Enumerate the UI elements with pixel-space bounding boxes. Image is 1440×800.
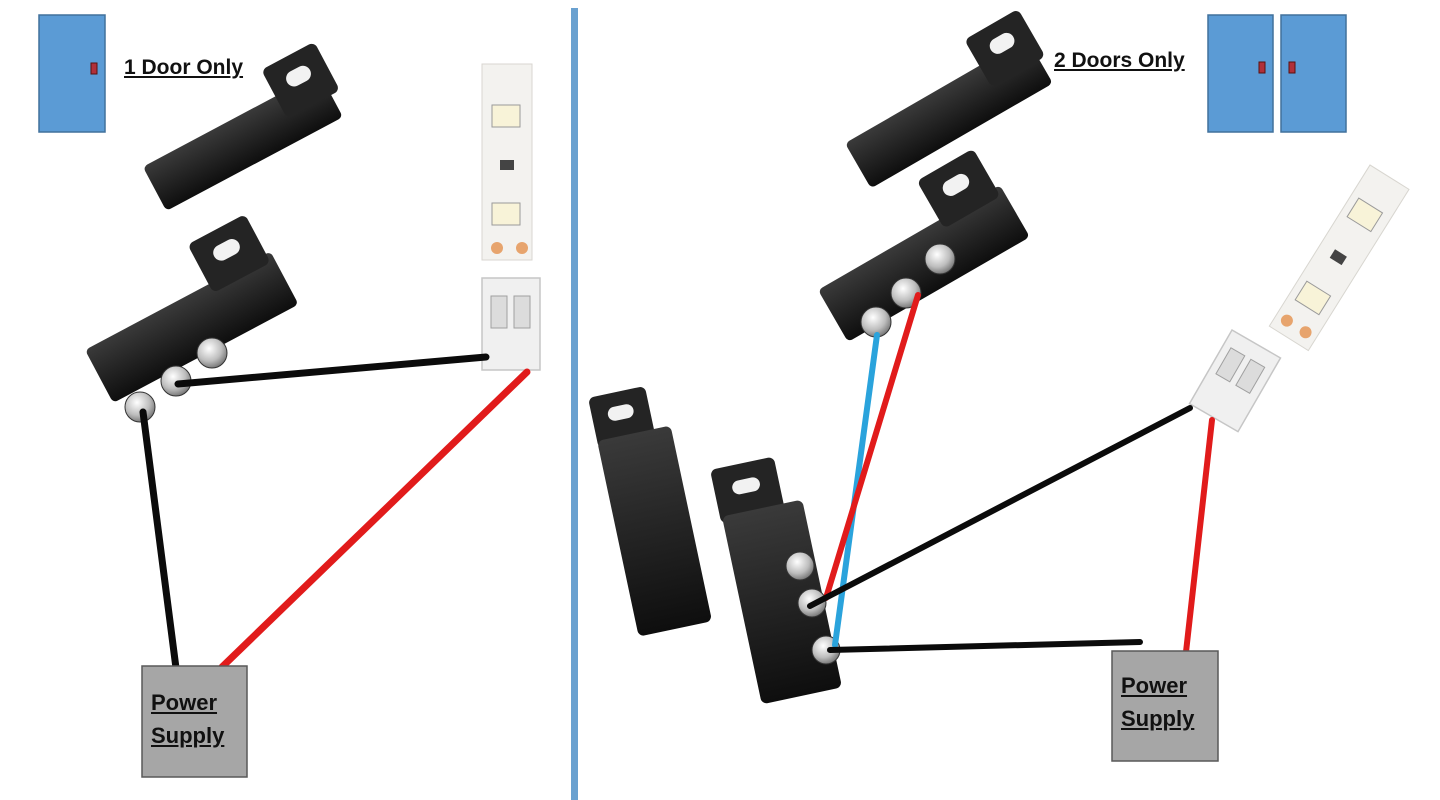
screw-terminal-icon	[124, 337, 228, 423]
wire-red	[823, 292, 1215, 655]
wire-red	[218, 368, 531, 671]
power-supply-box	[141, 665, 248, 778]
power-supply-line2: Supply	[151, 723, 225, 748]
one-door-title: 1 Door Only	[124, 56, 244, 79]
magnet-sensor-icon	[589, 387, 711, 636]
magnet-sensor-icon	[144, 43, 342, 210]
panel-divider	[571, 8, 578, 800]
magnet-sensor-icon	[711, 457, 841, 704]
magnet-sensor-icon	[819, 150, 1029, 341]
door-icon	[1280, 14, 1347, 133]
power-supply-box	[1111, 650, 1219, 762]
wire-black	[807, 405, 1193, 653]
led-strip-icon	[481, 63, 533, 261]
magnet-sensor-icon	[846, 11, 1052, 187]
wire-black	[139, 353, 490, 672]
screw-terminal-icon	[860, 243, 956, 338]
door-icon	[1207, 14, 1274, 133]
connector-icon	[1188, 328, 1282, 433]
power-supply-label-right: Power Supply	[1121, 669, 1194, 735]
power-supply-label-left: Power Supply	[151, 686, 224, 752]
magnet-sensor-icon	[86, 216, 297, 402]
power-supply-line2: Supply	[1121, 706, 1195, 731]
led-strip-icon	[1268, 164, 1410, 352]
door-icon	[38, 14, 106, 133]
power-supply-line1: Power	[1121, 673, 1188, 698]
two-doors-title: 2 Doors Only	[1054, 49, 1185, 72]
power-supply-line1: Power	[151, 690, 218, 715]
connector-icon	[481, 277, 541, 371]
